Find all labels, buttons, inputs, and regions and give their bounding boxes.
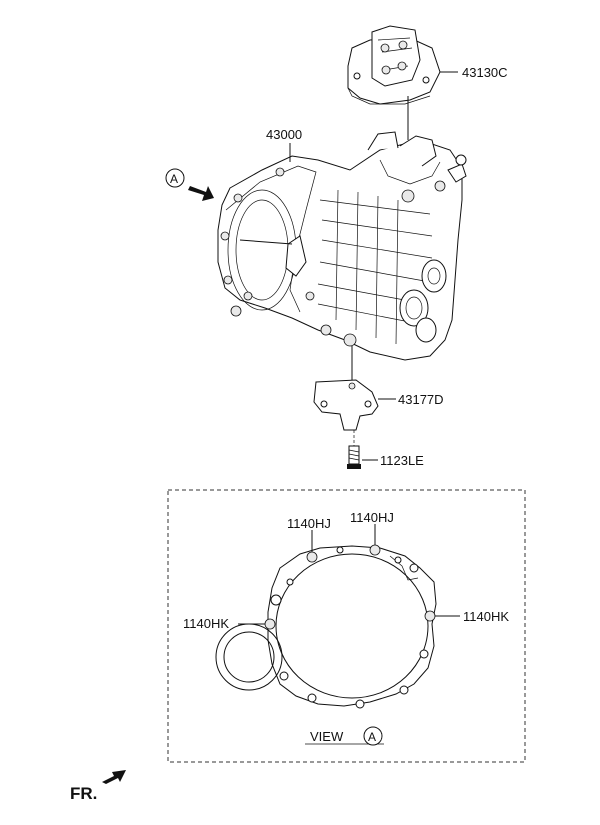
part-label-1123le: 1123LE [380, 453, 424, 468]
detail-view-box [167, 489, 526, 763]
upper-mount-43130c [347, 25, 441, 140]
lower-bracket-43177d [313, 346, 396, 431]
part-label-43130c: 43130C [462, 65, 508, 80]
view-circle-letter: A [368, 730, 376, 744]
view-callout-letter: A [170, 172, 178, 186]
front-label: FR. [70, 784, 97, 803]
part-label-1140hk-right: 1140HK [463, 609, 509, 624]
part-label-43177d: 43177D [398, 392, 444, 407]
view-label: VIEW [310, 729, 344, 744]
arrow-left-down-icon [102, 770, 126, 784]
part-label-1140hk-left: 1140HK [183, 616, 229, 631]
bolt-1123le [347, 430, 378, 469]
part-label-43000: 43000 [266, 127, 302, 142]
part-label-1140hj-left: 1140HJ [287, 516, 331, 531]
part-label-1140hj-right: 1140HJ [350, 510, 394, 525]
arrow-right-down-icon [188, 186, 214, 201]
view-a-callout [165, 168, 214, 201]
transaxle-assembly [217, 131, 467, 361]
